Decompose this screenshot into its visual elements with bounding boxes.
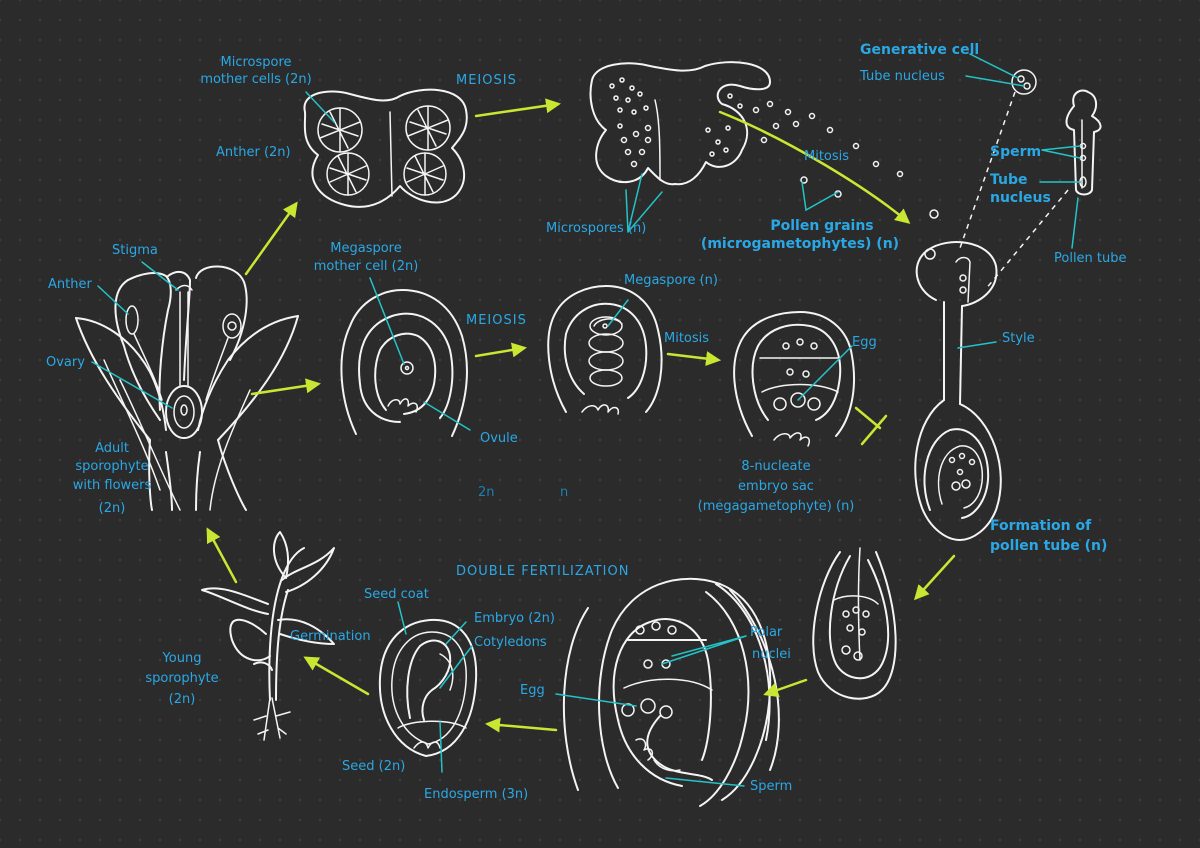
flower-drawing — [75, 265, 299, 511]
arrow-embryo-sac-to-pistil — [854, 406, 888, 446]
label-generative-cell: Generative cell — [860, 42, 979, 58]
arrow-anther-to-microspores — [474, 98, 561, 118]
arrow-to-double-fertilization — [763, 678, 808, 698]
label-egg-bottom: Egg — [520, 683, 545, 698]
megaspore-mother-cell-ovule — [340, 289, 468, 437]
leader-lines — [91, 53, 1081, 787]
label-cotyledons: Cotyledons — [474, 635, 547, 650]
seed-drawing — [378, 618, 478, 757]
label-seed-coat: Seed coat — [364, 587, 429, 602]
label-formation-pollen-tube-1: Formation of — [990, 518, 1092, 534]
label-meiosis-top: MEIOSIS — [456, 73, 517, 88]
label-megaspore-mother-cell-1: Megaspore — [330, 241, 401, 256]
label-stigma: Stigma — [112, 243, 158, 258]
label-polar-nuclei-2: nuclei — [752, 647, 791, 662]
label-ploidy-2n: 2n — [478, 485, 495, 500]
label-egg-top: Egg — [852, 335, 877, 350]
label-megaspore-mother-cell-2: mother cell (2n) — [314, 259, 419, 274]
label-adult-sporophyte-1: Adult — [95, 441, 129, 456]
label-sperm-bottom: Sperm — [750, 779, 792, 794]
label-tube-nucleus-side-1: Tube — [990, 172, 1028, 188]
label-young-sporophyte-3: (2n) — [169, 692, 196, 707]
label-polar-nuclei-1: Polar — [750, 625, 783, 640]
arrow-flower-to-anther — [244, 201, 298, 276]
cycle-arrows — [206, 98, 956, 733]
label-seed-2n: Seed (2n) — [342, 759, 405, 774]
label-adult-sporophyte-4: (2n) — [99, 501, 126, 516]
flower-ovary — [165, 385, 203, 439]
label-endosperm: Endosperm (3n) — [424, 787, 528, 802]
label-ovule: Ovule — [480, 431, 518, 446]
label-mitosis-top: Mitosis — [804, 149, 849, 164]
label-microspore-mother-cells-2: mother cells (2n) — [200, 72, 311, 87]
label-mitosis-mid: Mitosis — [664, 331, 709, 346]
arrow-meiosis-mid — [474, 342, 527, 358]
label-formation-pollen-tube-2: pollen tube (n) — [990, 538, 1107, 554]
arrow-mitosis-mid — [666, 351, 721, 367]
embryo-sac-ovule — [733, 311, 855, 447]
young-sporophyte-seedling — [201, 531, 335, 741]
dehiscing-anther — [589, 61, 939, 219]
label-ovary: Ovary — [46, 355, 85, 370]
label-double-fertilization: DOUBLE FERTILIZATION — [456, 564, 629, 579]
arrow-mitosis-pollen — [718, 110, 911, 224]
diagram-labels: Microspore mother cells (2n) Anther (2n)… — [46, 42, 1127, 802]
released-pollen-dots — [752, 100, 939, 219]
label-young-sporophyte-1: Young — [162, 651, 202, 666]
label-sperm-top: Sperm — [990, 144, 1041, 160]
arrow-germination — [303, 656, 370, 696]
stamen-anther-right — [205, 313, 242, 401]
label-tube-nucleus-side-2: nucleus — [990, 190, 1051, 206]
microspore-dots — [609, 77, 743, 168]
megaspore-ovule — [547, 285, 663, 415]
label-anther: Anther — [48, 277, 92, 292]
label-anther-2n: Anther (2n) — [216, 145, 291, 160]
label-ploidy-n: n — [560, 485, 568, 500]
anther-cross-section — [303, 88, 468, 208]
label-pollen-grains-1: Pollen grains — [770, 218, 873, 234]
label-megaspore: Megaspore (n) — [624, 273, 718, 288]
microspore-mother-cell-sac — [405, 105, 451, 151]
label-germination: Germination — [290, 629, 371, 644]
label-microspore-mother-cells-1: Microspore — [220, 55, 291, 70]
arrow-pollen-tube-down — [913, 554, 956, 601]
label-young-sporophyte-2: sporophyte — [145, 671, 218, 686]
label-pollen-grains-2: (microgametophytes) (n) — [701, 236, 899, 252]
label-style: Style — [1002, 331, 1035, 346]
stamen-anther-left — [125, 305, 163, 401]
pistil-pollen-tube — [914, 241, 1002, 541]
arrow-to-adult — [206, 527, 238, 584]
ovule-with-pollen-tube — [812, 547, 897, 700]
microspore-mother-cell-sac — [317, 107, 363, 153]
label-adult-sporophyte-3: with flowers — [73, 478, 152, 493]
double-fertilization-ovule — [562, 577, 780, 807]
label-embryo-sac-1: 8-nucleate — [741, 459, 810, 474]
label-adult-sporophyte-2: sporophyte — [75, 459, 148, 474]
arrow-to-seed — [485, 717, 558, 733]
microspore-mother-cell-sac — [326, 152, 370, 196]
label-embryo-sac-2: embryo sac — [738, 479, 814, 494]
microspore-mother-cell-sac — [403, 152, 447, 196]
label-meiosis-mid: MEIOSIS — [466, 313, 527, 328]
label-embryo-sac-3: (megagametophyte) (n) — [698, 499, 855, 514]
label-embryo-2n: Embryo (2n) — [474, 611, 555, 626]
arrow-flower-to-ovule — [250, 378, 321, 396]
label-microspores: Microspores (n) — [546, 221, 646, 236]
label-pollen-tube: Pollen tube — [1054, 251, 1127, 266]
label-tube-nucleus-top: Tube nucleus — [859, 69, 945, 84]
